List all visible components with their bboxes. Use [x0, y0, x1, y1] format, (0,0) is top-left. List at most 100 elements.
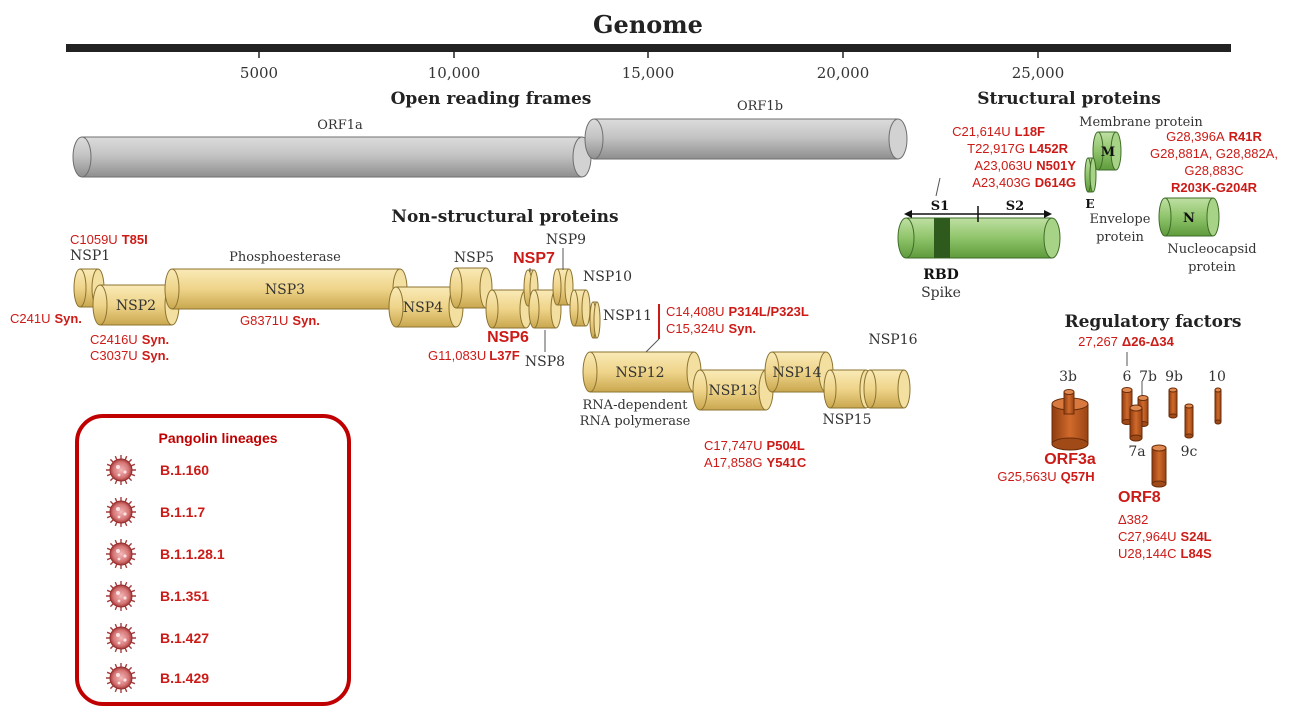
mutation-aa: R41R	[1229, 129, 1263, 144]
section-regulatory: Regulatory factors	[1064, 312, 1241, 332]
nsp6-label: NSP6	[487, 329, 529, 346]
mutation-orf8-2: U28,144C L84S	[1118, 546, 1212, 561]
orf7a-cylinder	[1129, 404, 1143, 442]
lineages-box	[75, 414, 351, 706]
orf9b-label: 9b	[1165, 369, 1183, 385]
section-structural: Structural proteins	[977, 89, 1161, 109]
mutation-aa: L452R	[1029, 141, 1069, 156]
spike-cylinder	[897, 217, 1061, 259]
nsp16-label: NSP16	[868, 332, 917, 348]
arrowhead-left	[904, 210, 912, 218]
mutation-n-3: G28,883C	[1184, 163, 1243, 178]
mutation-aa: P504L	[767, 438, 805, 453]
nsp11-label: NSP11	[603, 308, 652, 324]
envelope-label-2: protein	[1096, 230, 1144, 245]
virus-icon	[106, 663, 136, 693]
rdrp-label-2: RNA polymerase	[580, 414, 691, 429]
s1-label: S1	[931, 199, 949, 214]
mutation-pos: T22,917G	[967, 141, 1025, 156]
regulatory-cylinders	[1051, 387, 1222, 488]
orf9c-label: 9c	[1181, 444, 1198, 460]
nsp9-label: NSP9	[546, 232, 586, 248]
genome-title: Genome	[593, 10, 703, 39]
membrane-cylinder	[1092, 131, 1122, 171]
orf7b-label: 7b	[1139, 369, 1157, 385]
envelope-label-1: Envelope	[1090, 212, 1151, 227]
spike-label: Spike	[921, 285, 961, 301]
nsp2-label: NSP2	[116, 298, 156, 314]
mutation-aa: Syn.	[292, 313, 319, 328]
orf9b-cylinder	[1168, 387, 1178, 419]
mutation-aa: T85I	[122, 232, 148, 247]
mutation-pos: C17,747U	[704, 438, 763, 453]
virus-icon	[106, 623, 136, 653]
mutation-pos: C241U	[10, 311, 50, 326]
spike-pointer	[935, 177, 941, 197]
mutation-pos: U28,144C	[1118, 546, 1177, 561]
nsp15-label: NSP15	[822, 412, 871, 428]
lineage-item: B.1.429	[106, 663, 209, 693]
nsp14-label: NSP14	[772, 365, 821, 381]
rbd-label: RBD	[923, 267, 959, 283]
mutation-pos: G25,563U	[997, 469, 1056, 484]
orf8-deletion: Δ382	[1118, 512, 1148, 527]
mutation-n-4: R203K-G204R	[1171, 180, 1258, 195]
lineage-label: B.1.429	[160, 670, 209, 686]
mutation-aa: S24L	[1181, 529, 1212, 544]
virus-icon	[106, 581, 136, 611]
nsp12-pointer	[645, 338, 660, 353]
mutation-pos: G11,083U	[428, 348, 486, 363]
mutation-pos: C27,964U	[1118, 529, 1177, 544]
nsp3-cylinder	[164, 268, 408, 310]
nsp7-label: NSP7	[513, 250, 555, 267]
lineage-item: B.1.1.28.1	[106, 539, 225, 569]
mutation-aa: Y541C	[767, 455, 807, 470]
nsp12-label: NSP12	[615, 365, 664, 381]
axis-ticks: 5000 10,000 15,000 20,000 25,000	[240, 52, 1064, 82]
nsp6-cylinder	[485, 289, 533, 329]
mutation-aa: L18F	[1015, 124, 1045, 139]
nsp1-label: NSP1	[70, 248, 110, 264]
nsp16-cylinder	[863, 369, 911, 409]
membrane-label: Membrane protein	[1079, 115, 1203, 130]
orf7a-label: 7a	[1128, 444, 1145, 460]
nsp13-label: NSP13	[708, 383, 757, 399]
nucleocapsid-label-2: protein	[1188, 260, 1236, 275]
phosphoesterase-label: Phosphoesterase	[229, 250, 341, 265]
mutation-aa: Δ26-Δ34	[1122, 334, 1175, 349]
mutation-pos: G28,396A	[1166, 129, 1225, 144]
lineage-item: B.1.1.7	[106, 497, 205, 527]
nsp11-cylinder	[589, 301, 601, 339]
s2-label: S2	[1006, 199, 1024, 214]
tick-label: 5000	[240, 64, 278, 82]
section-nonstructural: Non-structural proteins	[391, 207, 618, 227]
mutation-pos: C15,324U	[666, 321, 725, 336]
orf10-label: 10	[1208, 369, 1226, 385]
lineage-label: B.1.351	[160, 588, 209, 604]
lineage-label: B.1.1.7	[160, 504, 205, 520]
nsp8-label: NSP8	[525, 354, 565, 370]
mutation-pos: G8371U	[240, 313, 288, 328]
mutation-pos: C3037U	[90, 348, 138, 363]
mutation-aa: L84S	[1181, 546, 1212, 561]
tick-label: 15,000	[622, 64, 675, 82]
mutation-pos: A23,403G	[972, 175, 1031, 190]
mutation-nsp13-a: C17,747U P504L	[704, 438, 805, 453]
virus-icon	[106, 497, 136, 527]
nucleocapsid-cylinder	[1158, 197, 1220, 237]
m-label: M	[1101, 145, 1115, 160]
mutation-nsp3: G8371U Syn.	[240, 313, 320, 328]
nucleocapsid-label-1: Nucleocapsid	[1167, 242, 1256, 257]
virus-icon	[106, 539, 136, 569]
mutation-aa: Syn.	[142, 332, 169, 347]
orf3b-label: 3b	[1059, 369, 1077, 385]
nsp5-label: NSP5	[454, 250, 494, 266]
genome-bar	[66, 44, 1231, 52]
lineage-label: B.1.160	[160, 462, 209, 478]
mutation-aa: N501Y	[1036, 158, 1076, 173]
